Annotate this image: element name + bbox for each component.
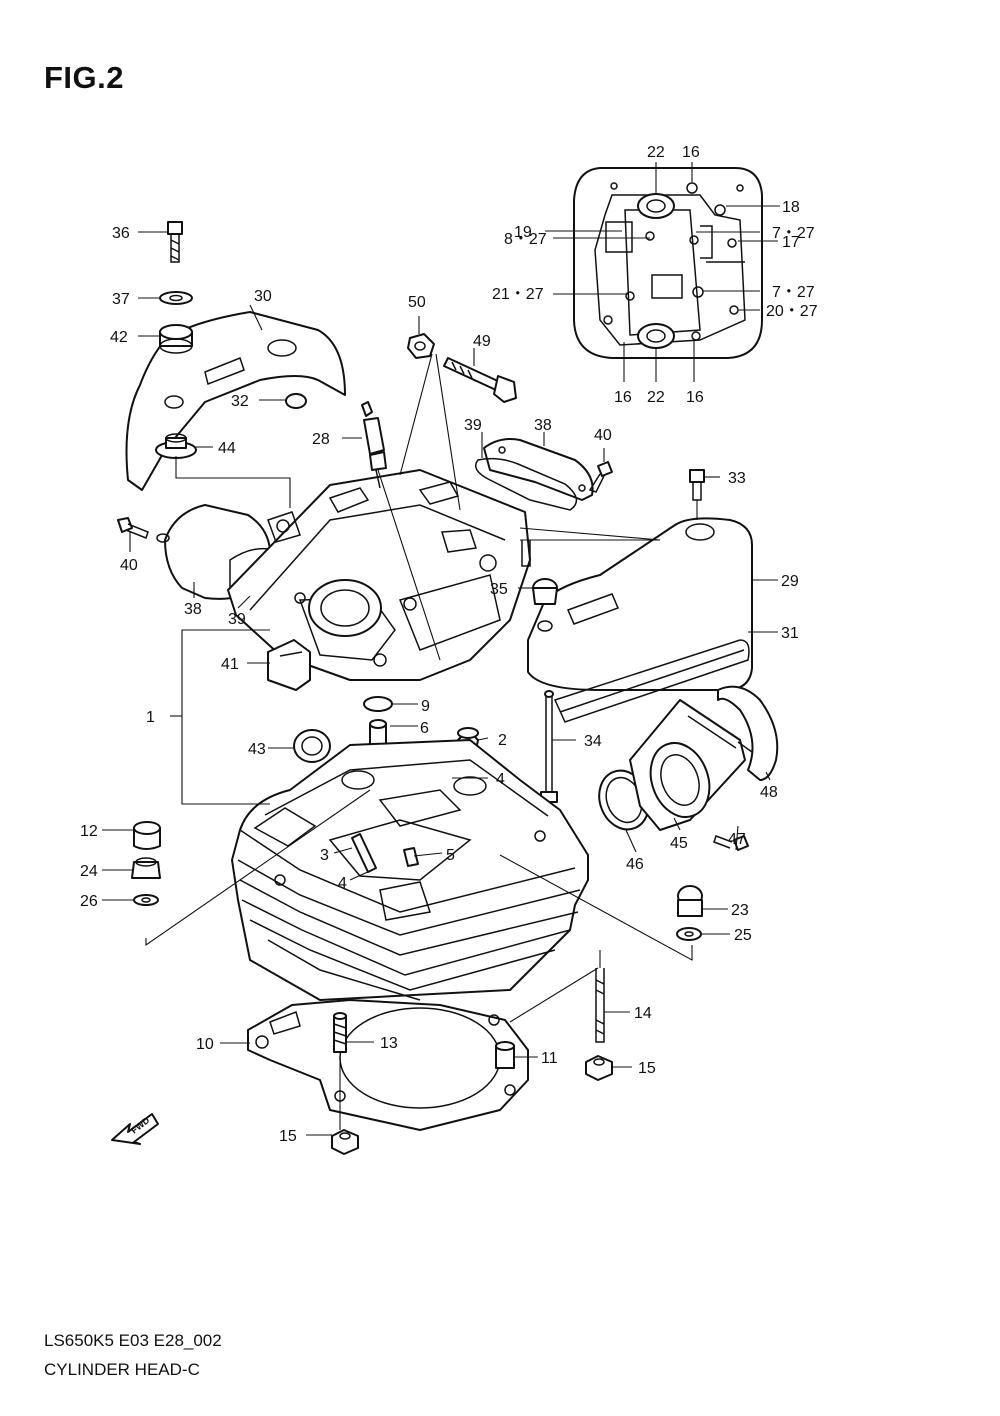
callout-41: 41 bbox=[221, 656, 239, 673]
sensor-41 bbox=[267, 639, 311, 691]
fwd-arrow-icon: FWD bbox=[111, 1113, 159, 1145]
callout-7-27a: 7・27 bbox=[772, 225, 815, 242]
callout-40a: 40 bbox=[120, 557, 138, 574]
callout-4b: 4 bbox=[338, 875, 347, 892]
callout-31: 31 bbox=[781, 625, 799, 642]
bolt-right-40 bbox=[588, 461, 613, 493]
hardware-left bbox=[117, 221, 307, 539]
callout-35: 35 bbox=[490, 581, 508, 598]
callout-numbers: 1 2 3 4 4 5 6 9 10 11 12 13 14 15 15 16 … bbox=[80, 144, 818, 1145]
callout-40b: 40 bbox=[594, 427, 612, 444]
callout-29: 29 bbox=[781, 573, 799, 590]
callout-3: 3 bbox=[320, 847, 329, 864]
drawing-code: LS650K5 E03 E28_002 bbox=[44, 1331, 222, 1350]
callout-16b: 16 bbox=[614, 389, 632, 406]
o-ring-9 bbox=[363, 696, 393, 712]
callout-23: 23 bbox=[731, 902, 749, 919]
bolt-33 bbox=[689, 469, 705, 501]
callout-11: 11 bbox=[541, 1050, 558, 1067]
callout-16c: 16 bbox=[686, 389, 704, 406]
callout-36: 36 bbox=[112, 225, 130, 242]
stud-14-nut-15 bbox=[585, 968, 613, 1081]
callout-15: 15 bbox=[638, 1060, 656, 1077]
callout-18: 18 bbox=[782, 199, 800, 216]
callout-38a: 38 bbox=[184, 601, 202, 618]
callout-14: 14 bbox=[634, 1005, 652, 1022]
cylinder-head-underside-inset bbox=[573, 167, 763, 359]
callout-48: 48 bbox=[760, 784, 778, 801]
callout-8-27: 8・27 bbox=[504, 231, 547, 248]
hardware-12-24-26 bbox=[131, 821, 161, 906]
callout-46: 46 bbox=[626, 856, 644, 873]
callout-28: 28 bbox=[312, 431, 330, 448]
callout-9: 9 bbox=[421, 698, 430, 715]
callout-39a: 39 bbox=[228, 611, 246, 628]
callout-16a: 16 bbox=[682, 144, 700, 161]
callout-25: 25 bbox=[734, 927, 752, 944]
callout-13: 13 bbox=[380, 1035, 398, 1052]
inspection-cap-right bbox=[475, 438, 594, 511]
drawing-name: CYLINDER HEAD-C bbox=[44, 1360, 200, 1379]
callout-30: 30 bbox=[254, 288, 272, 305]
callout-1: 1 bbox=[146, 709, 155, 726]
hardware-23-25 bbox=[676, 885, 703, 941]
cylinder-head-cover-right bbox=[521, 517, 753, 723]
callout-26: 26 bbox=[80, 893, 98, 910]
cylinder-head-upper bbox=[227, 401, 531, 681]
callout-50: 50 bbox=[408, 294, 426, 311]
callout-19: 19 bbox=[514, 224, 532, 241]
callout-42: 42 bbox=[110, 329, 128, 346]
callout-24: 24 bbox=[80, 863, 98, 880]
nut-and-bolt-top bbox=[407, 333, 517, 403]
cylinder-head-lower-block bbox=[231, 739, 589, 1001]
intake-pipe-assembly bbox=[598, 685, 779, 851]
callout-22a: 22 bbox=[647, 144, 665, 161]
callout-44: 44 bbox=[218, 440, 236, 457]
callout-45: 45 bbox=[670, 835, 688, 852]
seal-43 bbox=[293, 729, 331, 763]
callout-2: 2 bbox=[498, 732, 507, 749]
callout-4: 4 bbox=[496, 771, 505, 788]
callout-22b: 22 bbox=[647, 389, 665, 406]
cylinder-gasket-10 bbox=[247, 999, 529, 1131]
callout-12: 12 bbox=[80, 823, 98, 840]
callout-6: 6 bbox=[420, 720, 429, 737]
nut-15-bottom bbox=[331, 1129, 359, 1155]
callout-37: 37 bbox=[112, 291, 130, 308]
callout-33: 33 bbox=[728, 470, 746, 487]
callout-5: 5 bbox=[446, 847, 455, 864]
callout-47: 47 bbox=[728, 831, 746, 848]
callout-39b: 39 bbox=[464, 417, 482, 434]
callout-7-27b: 7・27 bbox=[772, 284, 815, 301]
callout-10: 10 bbox=[196, 1036, 214, 1053]
callout-21-27: 21・27 bbox=[492, 286, 544, 303]
callout-17: 17 bbox=[782, 234, 800, 251]
leader-lines bbox=[102, 162, 780, 1136]
figure-title: FIG.2 bbox=[44, 60, 125, 95]
callout-20-27: 20・27 bbox=[766, 303, 818, 320]
callout-32: 32 bbox=[231, 393, 249, 410]
callout-34: 34 bbox=[584, 733, 602, 750]
callout-43: 43 bbox=[248, 741, 266, 758]
callout-15b: 15 bbox=[279, 1128, 297, 1145]
callout-38b: 38 bbox=[534, 417, 552, 434]
long-bolt-34 bbox=[540, 690, 558, 803]
cylinder-head-cover-left bbox=[125, 311, 346, 491]
callout-49: 49 bbox=[473, 333, 491, 350]
